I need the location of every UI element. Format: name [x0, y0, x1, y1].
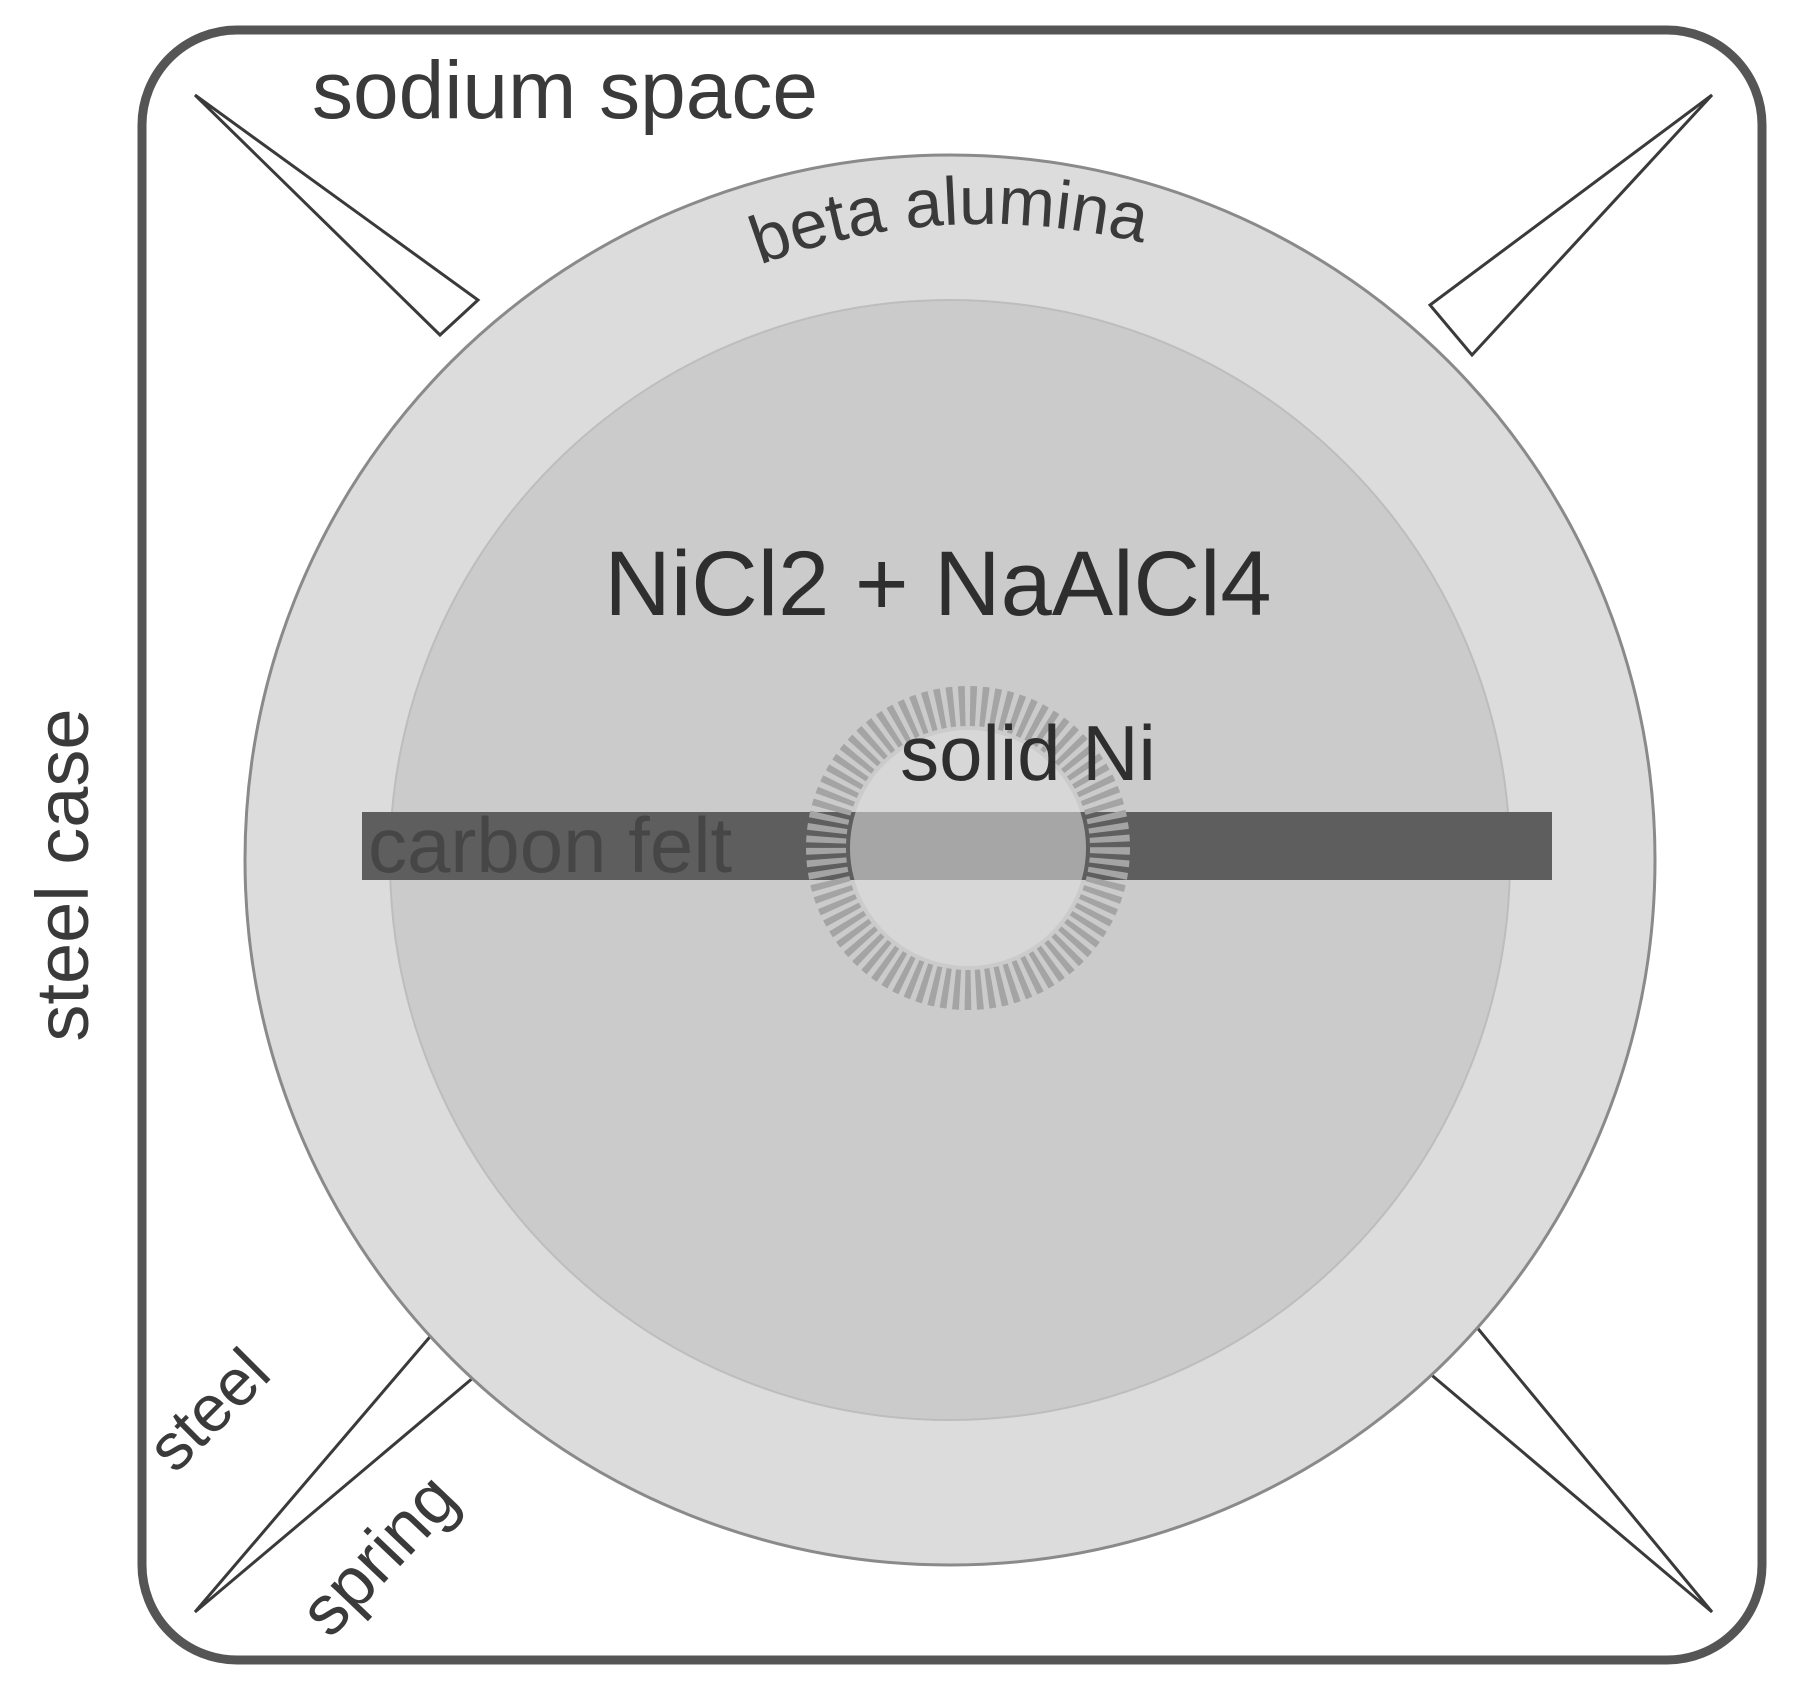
sodium-space-label: sodium space [312, 45, 818, 136]
carbon-felt-label: carbon felt [368, 801, 733, 889]
solid-ni-label: solid Ni [900, 709, 1156, 797]
spring-top-right [1427, 93, 1714, 358]
steel-springs [193, 93, 1714, 1614]
solid-ni-particle [806, 686, 1130, 1010]
spring-top-left [193, 93, 481, 338]
steel-case-label: steel case [21, 708, 104, 1041]
cathode-mix-label: NiCl2 + NaAlCl4 [604, 533, 1271, 635]
